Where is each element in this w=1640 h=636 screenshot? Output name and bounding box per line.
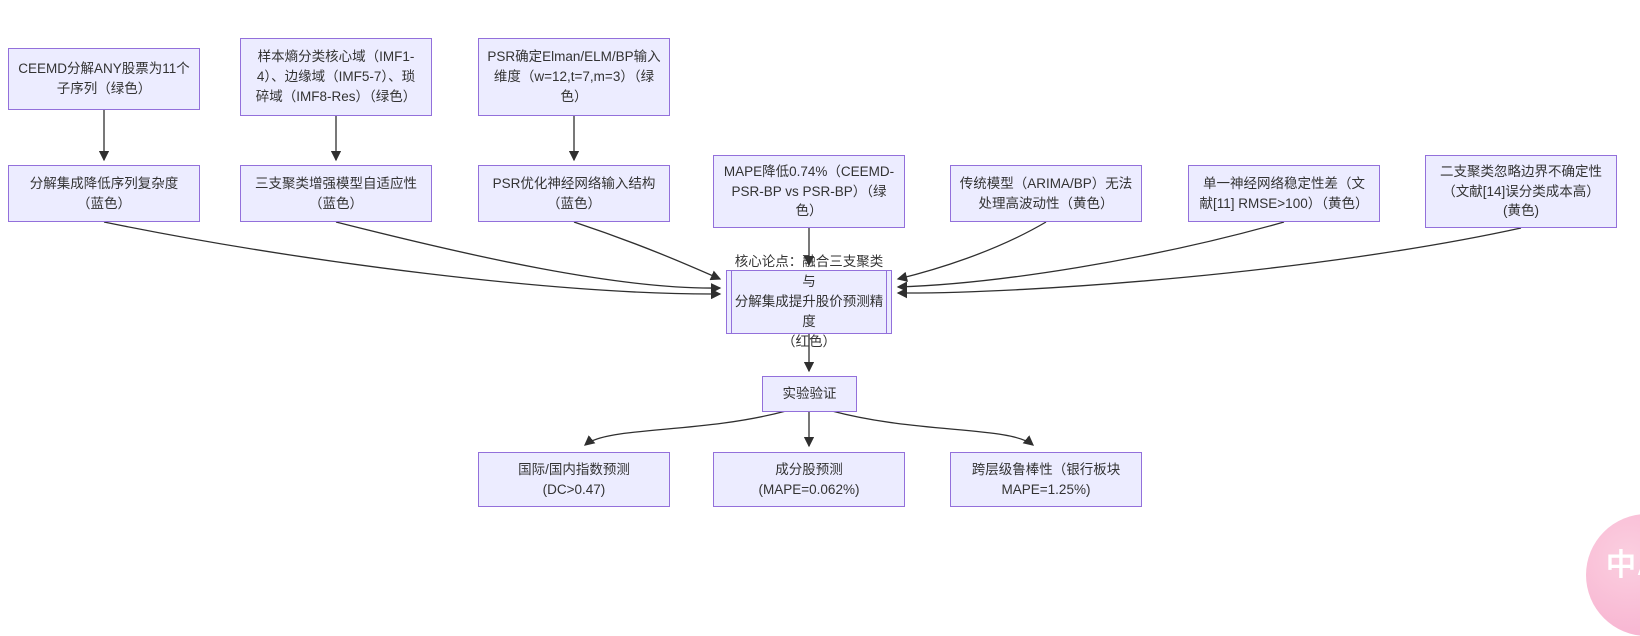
edge-experiment-indexpred [583, 410, 787, 446]
edge-decomp-core [103, 221, 722, 300]
translate-button[interactable]: 中A [1586, 514, 1640, 636]
node-experimental-validation: 实验验证 [762, 376, 857, 412]
node-sample-entropy-classification: 样本熵分类核心域（IMF1- 4）、边缘域（IMF5-7）、琐 碎域（IMF8-… [240, 38, 432, 116]
node-decomposition-reduces-complexity: 分解集成降低序列复杂度 （蓝色） [8, 165, 200, 222]
node-core-thesis: 核心论点：融合三支聚类与 分解集成提升股价预测精度 （红色） [726, 254, 892, 349]
node-psr-input-dimension: PSR确定Elman/ELM/BP输入 维度（w=12,t=7,m=3）（绿 色… [478, 38, 670, 116]
edge-singlenn-core [896, 221, 1285, 292]
node-single-nn-instability: 单一神经网络稳定性差（文 献[11] RMSE>100）（黄色） [1188, 165, 1380, 222]
flowchart-canvas: CEEMD分解ANY股票为11个 子序列（绿色） 样本熵分类核心域（IMF1- … [8, 38, 1640, 636]
node-traditional-model-limits: 传统模型（ARIMA/BP）无法 处理高波动性（黄色） [950, 165, 1142, 222]
node-cross-level-robustness: 跨层级鲁棒性（银行板块 MAPE=1.25%) [950, 452, 1142, 507]
edge-psropt-core [573, 221, 722, 281]
node-mape-reduction: MAPE降低0.74%（CEEMD- PSR-BP vs PSR-BP）（绿 色… [713, 155, 905, 228]
node-constituent-stock-prediction: 成分股预测 (MAPE=0.062%) [713, 452, 905, 507]
node-psr-optimizes-input-structure: PSR优化神经网络输入结构 （蓝色） [478, 165, 670, 222]
node-three-way-clustering-adaptivity: 三支聚类增强模型自适应性 （蓝色） [240, 165, 432, 222]
node-index-prediction: 国际/国内指数预测 (DC>0.47) [478, 452, 670, 507]
edge-traditional-core [896, 221, 1047, 282]
edge-experiment-robustness [831, 410, 1035, 446]
edge-twoway-core [896, 227, 1522, 299]
edge-threeway-core [335, 221, 722, 294]
node-ceemd-decomposition: CEEMD分解ANY股票为11个 子序列（绿色） [8, 48, 200, 110]
translate-icon: 中A [1606, 549, 1640, 582]
node-two-way-clustering-limits: 二支聚类忽略边界不确定性 （文献[14]误分类成本高） (黄色) [1425, 155, 1617, 228]
